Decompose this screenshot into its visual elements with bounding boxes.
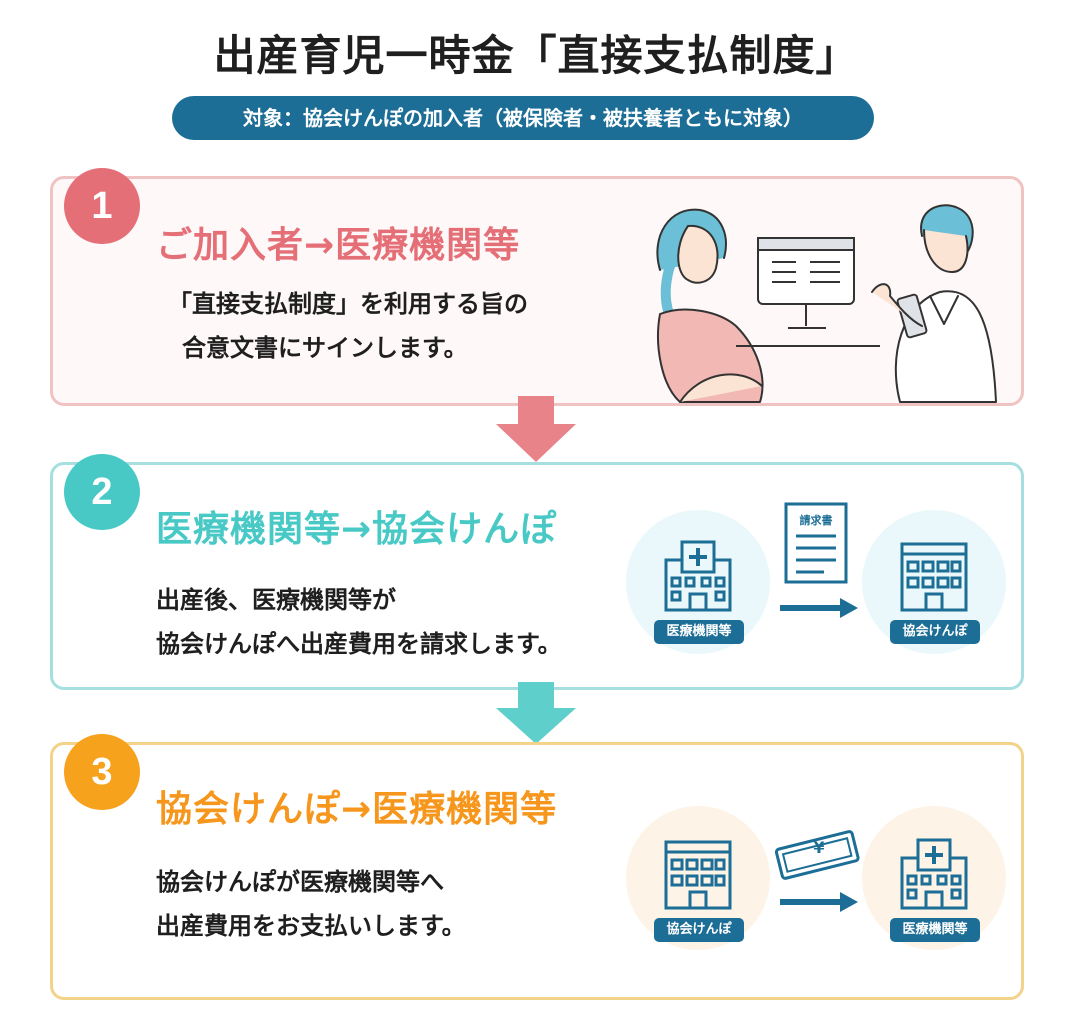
arrow-right-icon-2 [780,598,858,618]
consultation-illustration [656,204,997,403]
office-building-icon [900,542,968,612]
step-panel-3 [50,742,1024,1000]
monitor-icon [736,237,880,347]
to-label-2: 協会けんぽ [890,620,980,644]
yen-symbol: ¥ [813,838,825,857]
step-text-2: 出産後、医療機関等が 協会けんぽへ出産費用を請求します。 [156,578,562,666]
step-text-1: 「直接支払制度」を利用する旨の 合意文書にサインします。 [168,282,528,370]
step-text-1-line-1: 「直接支払制度」を利用する旨の [168,290,528,318]
step-text-3: 協会けんぽが医療機関等へ 出産費用をお支払いします。 [156,860,466,948]
step-panel-1 [50,176,1024,406]
hospital-icon-3 [900,838,968,910]
step-text-1-line-2: 合意文書にサインします。 [182,334,468,362]
step-number-2: 2 [64,454,140,530]
doctor-figure [871,204,997,403]
invoice-label: 請求書 [799,514,833,527]
target-badge: 対象：協会けんぽの加入者（被保険者・被扶養者ともに対象） [172,96,874,140]
step-text-3-line-2: 出産費用をお支払いします。 [156,912,466,940]
step-text-2-line-2: 協会けんぽへ出産費用を請求します。 [156,630,562,658]
banknote-icon [774,830,860,880]
step-number-1: 1 [64,168,140,244]
flow-arrow-1 [496,396,576,462]
from-label-2: 医療機関等 [654,620,744,644]
patient-figure [656,208,764,403]
step-heading-1: ご加入者→医療機関等 [156,225,521,266]
invoice-icon [784,502,848,584]
step-heading-3: 協会けんぽ→医療機関等 [156,789,558,830]
page-title: 出産育児一時金「直接支払制度」 [213,31,859,80]
flow-arrow-2 [496,682,576,744]
arrow-right-icon-3 [780,892,858,912]
step-heading-2: 医療機関等→協会けんぽ [156,509,558,550]
step-text-3-line-1: 協会けんぽが医療機関等へ [156,868,444,896]
hospital-icon [664,540,732,612]
step-text-2-line-1: 出産後、医療機関等が [156,586,396,614]
to-label-3: 医療機関等 [890,918,980,942]
office-building-icon-3 [664,840,732,910]
from-label-3: 協会けんぽ [654,918,744,942]
step-number-3: 3 [64,734,140,810]
